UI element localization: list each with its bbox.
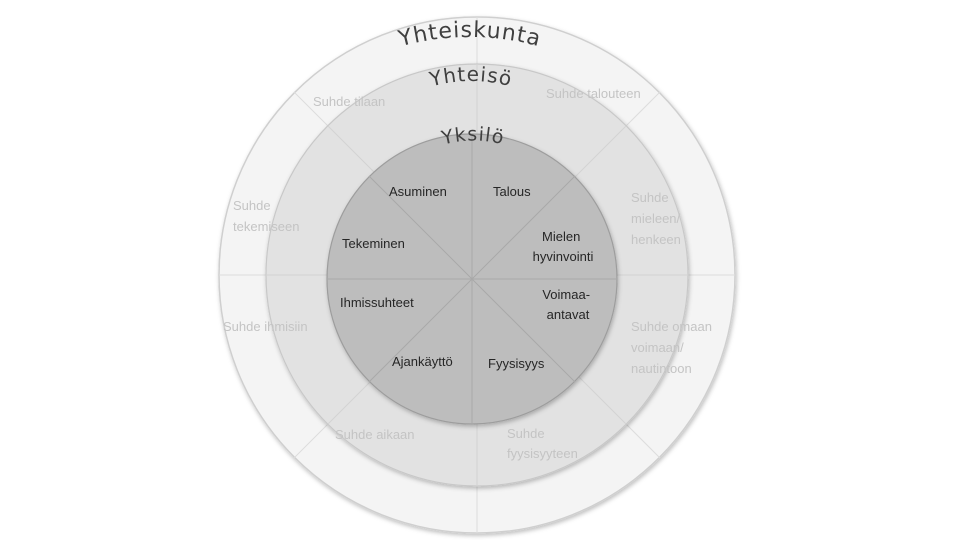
ring-title-individual-text: Yksilö <box>439 123 506 149</box>
outer-label-power-line: Suhde omaan <box>631 319 712 334</box>
inner-label-wellbeing: Mielen hyvinvointi <box>533 229 594 264</box>
outer-label-time: Suhde aikaan <box>335 427 415 442</box>
outer-label-people: Suhde ihmisiin <box>223 319 308 334</box>
inner-label-empowering-line: Voimaa- <box>542 287 590 302</box>
outer-label-physicality-line: fyysisyyteen <box>507 446 578 461</box>
outer-label-doing: Suhde tekemiseen <box>233 198 299 234</box>
outer-label-power: Suhde omaan voimaan/ nautintoon <box>631 319 716 376</box>
outer-label-space: Suhde tilaan <box>313 94 385 109</box>
outer-label-power-line: nautintoon <box>631 361 692 376</box>
inner-label-relationships: Ihmissuhteet <box>340 295 414 310</box>
outer-label-doing-line: Suhde <box>233 198 271 213</box>
inner-label-housing: Asuminen <box>389 184 447 199</box>
inner-label-empowering: Voimaa- antavat <box>542 287 593 322</box>
outer-label-mind-line: Suhde <box>631 190 669 205</box>
inner-label-doing: Tekeminen <box>342 236 405 251</box>
inner-label-wellbeing-line: hyvinvointi <box>533 249 594 264</box>
outer-label-physicality-line: Suhde <box>507 426 545 441</box>
inner-label-physicality: Fyysisyys <box>488 356 545 371</box>
outer-label-doing-line: tekemiseen <box>233 219 299 234</box>
outer-label-mind: Suhde mieleen/ henkeen <box>631 190 684 247</box>
outer-label-power-line: voimaan/ <box>631 340 684 355</box>
outer-label-mind-line: mieleen/ <box>631 211 681 226</box>
inner-label-wellbeing-line: Mielen <box>542 229 580 244</box>
outer-label-economy: Suhde talouteen <box>546 86 641 101</box>
inner-label-finances: Talous <box>493 184 531 199</box>
outer-label-mind-line: henkeen <box>631 232 681 247</box>
inner-label-empowering-line: antavat <box>547 307 590 322</box>
ring-title-individual: Yksilö <box>439 123 507 149</box>
inner-sector-dividers <box>327 134 617 424</box>
inner-label-time-use: Ajankäyttö <box>392 354 453 369</box>
outer-label-physicality: Suhde fyysisyyteen <box>507 426 578 461</box>
